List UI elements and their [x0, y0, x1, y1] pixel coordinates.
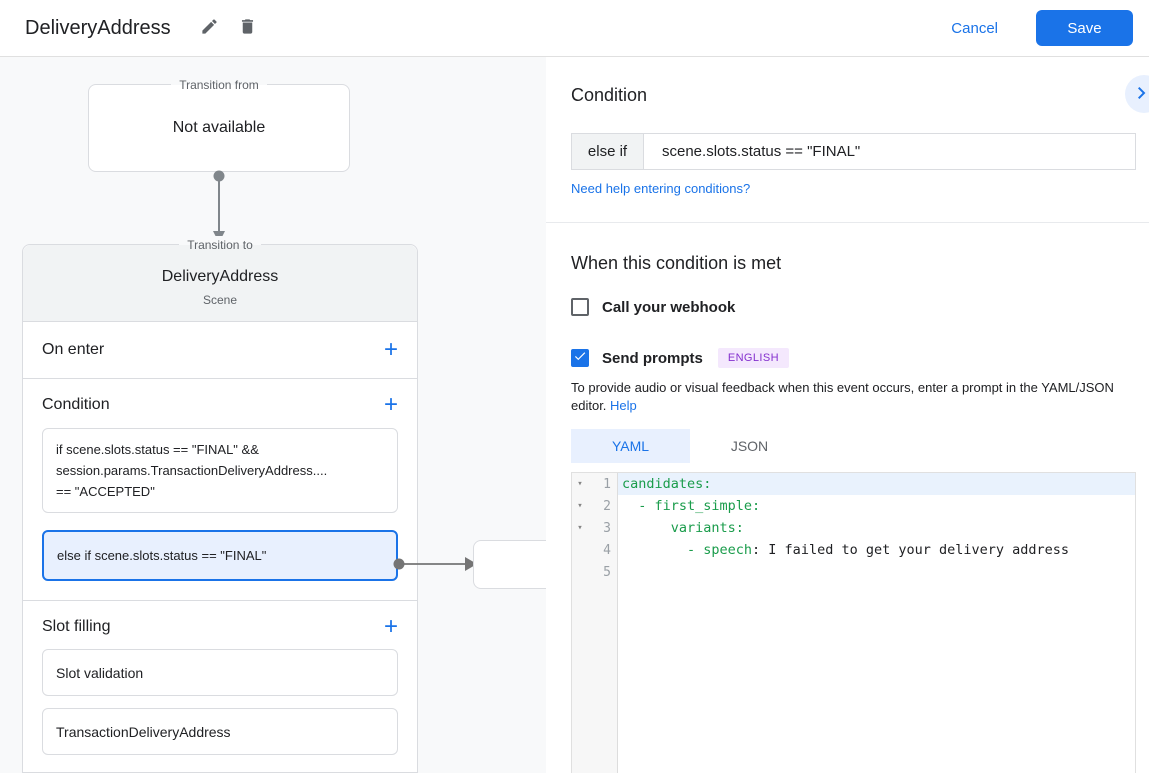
condition-item-if[interactable]: if scene.slots.status == "FINAL" && sess… — [42, 428, 398, 513]
fold-icon[interactable]: ▾ — [577, 479, 583, 489]
add-slot-icon[interactable]: + — [383, 613, 398, 640]
when-condition-met-heading: When this condition is met — [571, 253, 782, 273]
add-on-enter-icon[interactable]: + — [383, 336, 398, 363]
condition-section: Condition + if scene.slots.status == "FI… — [23, 379, 417, 601]
gutter-row: 4 — [572, 539, 617, 561]
slot-filling-section: Slot filling + Slot validation Transacti… — [23, 601, 417, 771]
gutter-row: ▾ 3 — [572, 517, 617, 539]
line-number: 5 — [603, 564, 611, 580]
scene-type-label: Scene — [202, 293, 238, 307]
yaml-key: candidates: — [622, 476, 712, 492]
tab-yaml[interactable]: YAML — [571, 429, 690, 463]
line-number: 3 — [603, 520, 611, 536]
fold-icon[interactable]: ▾ — [577, 501, 583, 511]
flow-arrow-down-icon — [213, 170, 225, 243]
condition-editor-panel: Condition else if scene.slots.status == … — [546, 57, 1149, 773]
slot-transaction-delivery-address-item[interactable]: TransactionDeliveryAddress — [42, 708, 398, 755]
cancel-button[interactable]: Cancel — [933, 12, 1016, 45]
condition-type-label: else if — [572, 134, 644, 169]
call-webhook-label: Call your webhook — [602, 298, 736, 316]
tab-json[interactable]: JSON — [730, 438, 769, 454]
yaml-key: variants: — [622, 520, 744, 536]
editor-format-tabs: YAML JSON — [571, 429, 809, 463]
edit-scene-button[interactable] — [193, 11, 227, 45]
line-number: 1 — [603, 476, 611, 492]
slot-filling-label: Slot filling — [42, 618, 111, 635]
chevron-right-icon — [1130, 81, 1149, 108]
conditions-help-link[interactable]: Need help entering conditions? — [571, 181, 751, 196]
send-prompts-checkbox[interactable] — [571, 349, 589, 367]
editor-gutter: ▾ 1 ▾ 2 ▾ 3 4 5 — [572, 473, 618, 773]
code-line-4: - speech: I failed to get your delivery … — [618, 539, 1135, 561]
line-number: 4 — [603, 542, 611, 558]
save-button[interactable]: Save — [1036, 10, 1133, 46]
page-title: DeliveryAddress — [25, 16, 171, 39]
scene-name: DeliveryAddress — [161, 268, 279, 285]
fold-icon[interactable]: ▾ — [577, 523, 583, 533]
send-prompts-row: Send prompts ENGLISH — [571, 348, 789, 368]
gutter-row: 5 — [572, 561, 617, 583]
main-content: Transition from Not available Transition… — [0, 57, 1149, 773]
scene-card-header[interactable]: DeliveryAddress Scene — [23, 245, 417, 322]
line-number: 2 — [603, 498, 611, 514]
call-webhook-row: Call your webhook — [571, 298, 735, 316]
checkmark-icon — [573, 349, 587, 368]
on-enter-label: On enter — [42, 341, 105, 358]
language-badge: ENGLISH — [717, 348, 789, 368]
on-enter-section[interactable]: On enter + — [23, 322, 417, 379]
help-link[interactable]: Help — [610, 398, 637, 413]
condition-item-else-if-selected[interactable]: else if scene.slots.status == "FINAL" — [42, 530, 398, 581]
panel-heading: Condition — [571, 85, 648, 105]
yaml-key: - first_simple: — [622, 498, 761, 514]
condition-input-group: else if scene.slots.status == "FINAL" — [571, 133, 1136, 170]
code-line-3: variants: — [618, 517, 1135, 539]
scene-diagram-canvas: Transition from Not available Transition… — [0, 57, 613, 773]
transition-from-legend: Transition from — [89, 76, 349, 94]
top-bar: DeliveryAddress Cancel Save — [0, 0, 1149, 57]
editor-code-area[interactable]: candidates: - first_simple: variants: - … — [618, 473, 1135, 773]
prompts-description: To provide audio or visual feedback when… — [571, 380, 1114, 413]
code-line-5 — [618, 561, 1135, 583]
delete-scene-button[interactable] — [231, 11, 265, 45]
pencil-icon — [200, 17, 219, 39]
yaml-value: : I failed to get your delivery address — [752, 542, 1070, 558]
condition-expression-input[interactable]: scene.slots.status == "FINAL" — [662, 143, 861, 160]
trash-icon — [238, 17, 257, 39]
transition-from-box[interactable]: Transition from Not available — [88, 76, 350, 172]
flow-arrow-right-icon — [393, 557, 477, 571]
gutter-row: ▾ 2 — [572, 495, 617, 517]
gutter-row: ▾ 1 — [572, 473, 617, 495]
yaml-key: - speech — [622, 542, 753, 558]
code-line-2: - first_simple: — [618, 495, 1135, 517]
call-webhook-checkbox[interactable] — [571, 298, 589, 316]
slot-validation-item[interactable]: Slot validation — [42, 649, 398, 696]
code-line-1: candidates: — [618, 473, 1135, 495]
transition-from-content: Not available — [172, 119, 266, 136]
yaml-code-editor[interactable]: ▾ 1 ▾ 2 ▾ 3 4 5 — [571, 472, 1136, 773]
transition-to-card: Transition to DeliveryAddress Scene On e… — [22, 236, 418, 773]
panel-divider — [546, 222, 1149, 223]
collapse-panel-button[interactable] — [1125, 75, 1149, 113]
send-prompts-label: Send prompts — [602, 349, 703, 367]
add-condition-icon[interactable]: + — [383, 391, 398, 418]
condition-section-label: Condition — [42, 396, 110, 413]
